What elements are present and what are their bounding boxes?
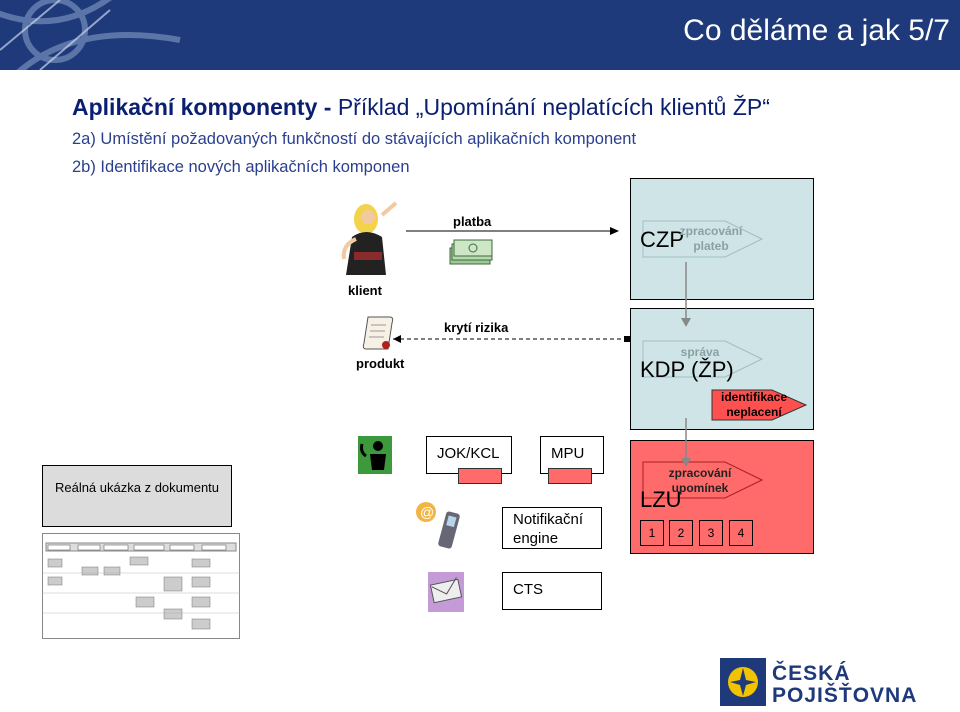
money-bills-icon xyxy=(449,239,493,265)
brand-line1: ČESKÁ xyxy=(772,662,851,685)
process-thumbnail xyxy=(42,533,240,639)
lzu-slot-2: 2 xyxy=(669,520,693,546)
lzu-name: LZU xyxy=(640,487,682,512)
kryti-label: krytí rizika xyxy=(444,320,509,335)
czp-function: zpracování plateb xyxy=(679,224,743,253)
headline-rest: Příklad „Upomínání neplatících klientů Ž… xyxy=(337,94,770,120)
mpu-box: MPU xyxy=(540,436,604,474)
header-decoration-icon xyxy=(0,0,190,70)
klient-label: klient xyxy=(348,283,382,298)
ceska-pojistovna-logo-icon xyxy=(720,658,766,706)
jok-label: JOK/KCL xyxy=(437,445,500,462)
kdp-function2: identifikace neplacení xyxy=(720,390,788,419)
cts-label: CTS xyxy=(513,581,543,598)
slide-header: Co děláme a jak 5/7 xyxy=(0,0,960,70)
czp-name: CZP xyxy=(640,227,684,252)
mpu-label: MPU xyxy=(551,445,585,462)
lzu-slot-3: 3 xyxy=(699,520,723,546)
jok-marker xyxy=(458,468,502,484)
slide-footer: ČESKÁ POJIŠŤOVNA xyxy=(0,650,960,712)
kdp-function: správa xyxy=(680,345,720,359)
svg-text:@: @ xyxy=(420,504,434,520)
lzu-function: zpracování upomínek xyxy=(668,466,732,495)
doc-sample-label: Reálná ukázka z dokumentu xyxy=(54,480,220,495)
headline: Aplikační komponenty - Příklad „Upomínán… xyxy=(72,94,770,121)
headline-bold: Aplikační komponenty - xyxy=(72,94,338,120)
lzu-slot-4: 4 xyxy=(729,520,753,546)
cts-box: CTS xyxy=(502,572,602,610)
letter-envelope-icon xyxy=(428,572,464,612)
line-2a: 2a) Umístění požadovaných funkčností do … xyxy=(72,130,637,148)
kdp-name: KDP (ŽP) xyxy=(640,357,734,382)
call-center-icon xyxy=(358,436,392,474)
email-phone-icon: @ xyxy=(416,502,460,549)
mpu-marker xyxy=(548,468,592,484)
notif-label: Notifikační engine xyxy=(513,511,584,547)
produkt-label: produkt xyxy=(356,356,405,371)
client-woman-icon xyxy=(336,197,406,275)
platba-label: platba xyxy=(453,214,492,229)
brand-line2: POJIŠŤOVNA xyxy=(772,684,918,707)
notif-box: Notifikační engine xyxy=(502,507,602,549)
slide-title: Co děláme a jak 5/7 xyxy=(683,14,950,47)
line-2b: 2b) Identifikace nových aplikačních komp… xyxy=(72,158,410,176)
lzu-slot-1: 1 xyxy=(640,520,664,546)
contract-scroll-icon xyxy=(362,316,394,350)
doc-sample-box: Reálná ukázka z dokumentu xyxy=(42,465,232,527)
